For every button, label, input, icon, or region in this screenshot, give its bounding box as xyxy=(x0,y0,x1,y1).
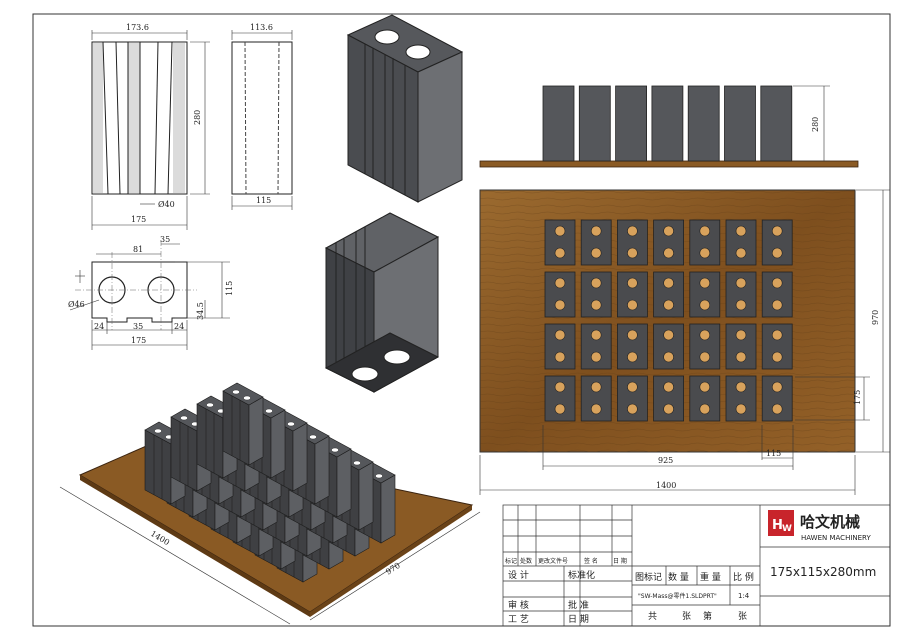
top-dim-175: 175 xyxy=(131,336,146,345)
plan-block xyxy=(580,375,612,422)
plan-block xyxy=(617,219,648,266)
top-dim-24b: 24 xyxy=(174,322,184,331)
plan-pallet-width: 1400 xyxy=(656,481,676,490)
brick-3d-bottom xyxy=(324,212,440,393)
side-brick xyxy=(687,85,720,162)
svg-text:H: H xyxy=(772,518,783,533)
top-dim-35a: 35 xyxy=(160,235,170,244)
label-review: 审 核 xyxy=(508,599,529,611)
brand-logo: H W xyxy=(768,510,794,536)
side-brick xyxy=(651,85,684,162)
side-brick xyxy=(760,85,793,162)
scale-value: 1:4 xyxy=(738,592,750,600)
plan-block xyxy=(761,219,793,266)
plan-block xyxy=(689,375,721,422)
page-total-label: 共 xyxy=(648,611,657,622)
top-dim-24a: 24 xyxy=(94,322,104,331)
side-width-top: 113.6 xyxy=(250,23,273,32)
plan-block xyxy=(544,323,576,370)
plan-block xyxy=(653,323,684,370)
iso-pallet-stack: 1400 970 xyxy=(59,382,481,625)
side-pallet-height: 280 xyxy=(811,117,820,132)
plan-block xyxy=(725,271,757,318)
front-hole-dim: Ø40 xyxy=(158,200,175,209)
label-date: 日 期 xyxy=(568,614,589,625)
rev-header-date: 日 期 xyxy=(613,557,627,565)
rev-header-sign: 签 名 xyxy=(584,557,598,565)
brand-name-en: HAWEN MACHINERY xyxy=(801,534,871,542)
page-current-label: 第 xyxy=(703,610,712,622)
label-craft: 工 艺 xyxy=(508,614,529,625)
plan-block xyxy=(761,271,793,318)
label-design: 设 计 xyxy=(508,569,529,581)
side-brick xyxy=(542,85,575,162)
top-dim-35b: 35 xyxy=(133,322,143,331)
rev-header-count: 处数 xyxy=(520,557,532,565)
front-width-bottom: 175 xyxy=(131,215,146,224)
plan-span-925: 925 xyxy=(658,456,673,465)
product-spec: 175x115x280mm xyxy=(770,565,876,579)
plan-block xyxy=(580,219,612,266)
plan-block xyxy=(580,323,612,370)
col-drawing-mark: 图标记 xyxy=(635,571,662,583)
file-name: "SW-Mass@零件1.SLDPRT" xyxy=(638,592,717,600)
plan-block xyxy=(580,271,612,318)
plan-block xyxy=(725,323,757,370)
plan-block xyxy=(544,375,576,422)
label-approve: 批 准 xyxy=(568,599,589,611)
top-dim-34-5: 34.5 xyxy=(196,302,205,320)
plan-block xyxy=(689,219,721,266)
brand-name-cn: 哈文机械 xyxy=(800,513,860,531)
side-brick xyxy=(724,85,756,162)
plan-block xyxy=(617,323,648,370)
pallet-plan-view: 970 175 925 115 1400 xyxy=(479,189,890,495)
pallet-side-view: 280 xyxy=(479,85,859,168)
label-standard: 标准化 xyxy=(568,569,595,581)
plan-pallet-height: 970 xyxy=(871,310,880,325)
col-scale: 比 例 xyxy=(733,571,754,583)
front-width-top: 173.6 xyxy=(126,23,149,32)
plan-block xyxy=(653,271,684,318)
side-view: 113.6 115 xyxy=(231,23,293,210)
plan-block xyxy=(617,271,648,318)
plan-block xyxy=(725,375,757,422)
col-weight: 重 量 xyxy=(700,571,721,583)
side-brick xyxy=(615,85,647,162)
plan-block xyxy=(725,219,757,266)
plan-block xyxy=(761,323,793,370)
top-view: 81 35 Ø46 115 34.5 24 35 24 175 xyxy=(68,235,234,350)
plan-block xyxy=(689,323,721,370)
iso-brick xyxy=(144,421,186,505)
svg-text:W: W xyxy=(782,524,792,534)
plan-block-115: 115 xyxy=(766,449,781,458)
plan-block xyxy=(761,375,793,422)
front-view: 173.6 280 175 Ø40 xyxy=(91,23,210,230)
side-width-bottom: 115 xyxy=(256,196,271,205)
rev-header-file: 更改文件号 xyxy=(538,557,568,565)
page-current-unit: 张 xyxy=(738,611,747,622)
plan-block xyxy=(689,271,721,318)
plan-block xyxy=(653,219,684,266)
plan-block xyxy=(617,375,648,422)
front-height: 280 xyxy=(193,110,202,125)
brick-3d-upright xyxy=(346,14,464,203)
rev-header-mark: 标记 xyxy=(505,557,517,565)
title-block xyxy=(502,504,891,627)
title-block-text: 标记 处数 更改文件号 签 名 日 期 设 计 标准化 审 核 批 准 工 艺 … xyxy=(505,510,876,625)
plan-block xyxy=(544,219,576,266)
top-dim-115: 115 xyxy=(225,281,234,296)
iso-brick xyxy=(222,382,264,466)
plan-block-175: 175 xyxy=(853,390,862,405)
page-total-unit: 张 xyxy=(682,611,691,622)
sheet-border xyxy=(32,13,891,627)
col-quantity: 数 量 xyxy=(668,571,689,583)
top-hole-dim: Ø46 xyxy=(68,300,85,309)
plan-block xyxy=(544,271,576,318)
top-dim-81: 81 xyxy=(133,245,143,254)
side-brick xyxy=(578,85,611,162)
plan-block xyxy=(653,375,684,422)
